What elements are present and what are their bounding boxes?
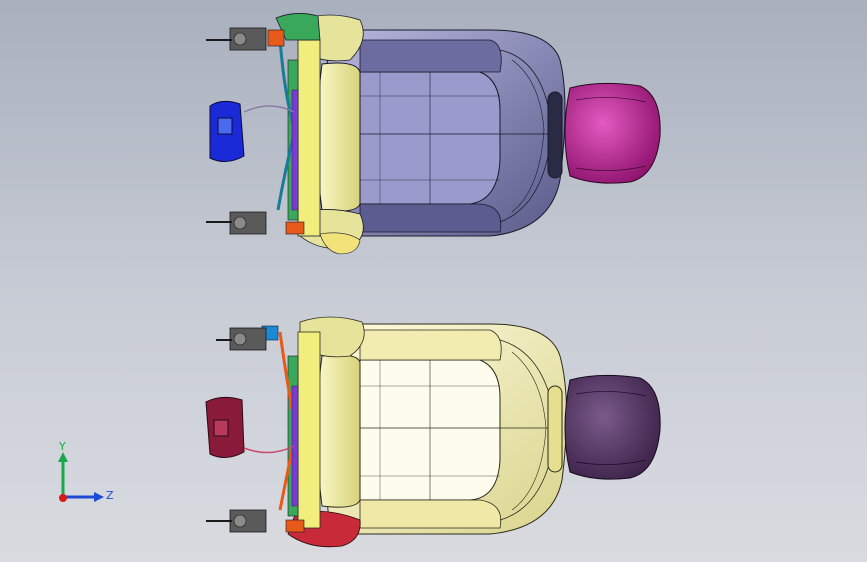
z-axis-arrow	[94, 492, 104, 502]
cushion-wing-bottom[interactable]	[359, 203, 502, 233]
mechanism-bottom[interactable]	[206, 509, 267, 533]
frame-column[interactable]	[297, 331, 321, 529]
seat-upper[interactable]	[206, 13, 661, 255]
y-axis-label: Y	[58, 440, 66, 453]
seat-lower[interactable]	[205, 316, 661, 548]
cushion-wing-top[interactable]	[359, 39, 502, 73]
cushion-wing-bottom[interactable]	[359, 499, 502, 529]
z-axis-label: Z	[106, 489, 114, 502]
axis-triad: Y Z	[58, 440, 114, 502]
control-unit-left[interactable]	[205, 396, 295, 458]
mechanism-top[interactable]	[216, 327, 267, 351]
mechanism-top[interactable]	[206, 27, 267, 51]
headrest[interactable]	[564, 374, 661, 480]
headrest[interactable]	[564, 82, 661, 184]
headrest-slot	[547, 385, 563, 473]
y-axis-arrow	[58, 452, 68, 462]
mechanism-bottom[interactable]	[206, 211, 267, 235]
cushion-wing-top[interactable]	[359, 329, 502, 361]
front-bolster[interactable]	[316, 354, 361, 508]
front-bolster[interactable]	[316, 62, 361, 212]
frame-column[interactable]	[297, 39, 321, 237]
headrest-slot	[547, 91, 563, 179]
x-axis-dot	[59, 494, 67, 502]
control-unit-left[interactable]	[209, 100, 295, 162]
